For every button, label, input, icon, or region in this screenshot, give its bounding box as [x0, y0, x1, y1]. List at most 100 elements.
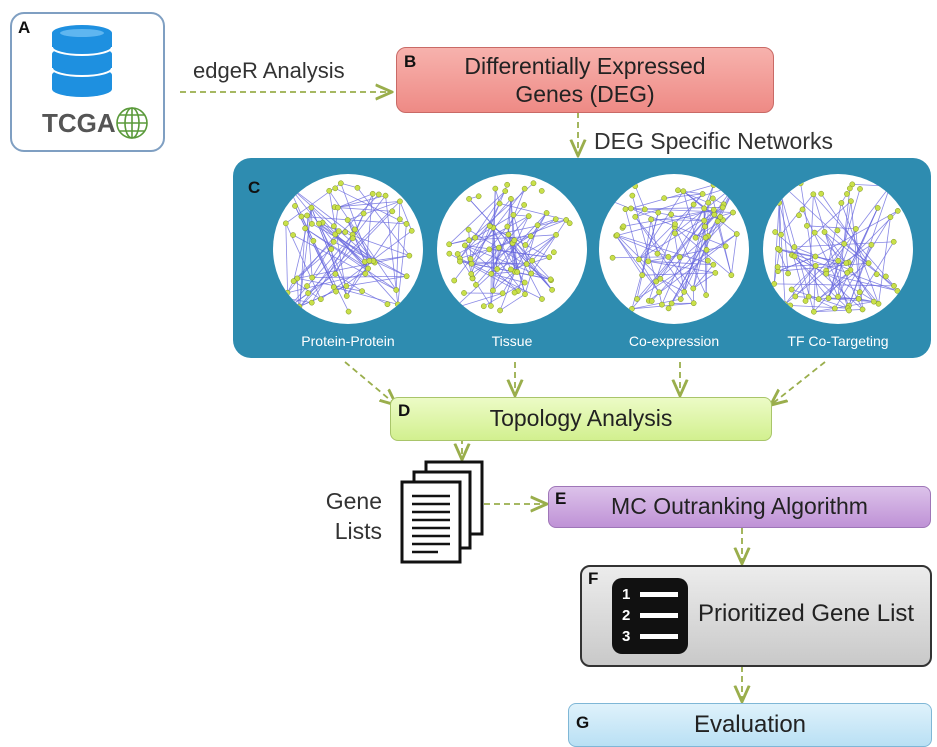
- network-node: [529, 271, 534, 276]
- network-node: [704, 292, 709, 297]
- network-node: [711, 207, 716, 212]
- network-node: [822, 229, 827, 234]
- network-node: [304, 283, 309, 288]
- network-node: [723, 244, 728, 249]
- network-node: [648, 217, 653, 222]
- network-node: [497, 201, 502, 206]
- gene-lists-line1: Gene: [322, 486, 382, 516]
- network-node: [500, 291, 505, 296]
- network-node: [343, 229, 348, 234]
- network-node: [362, 259, 367, 264]
- network-node: [819, 191, 824, 196]
- panel-g-title: Evaluation: [568, 711, 932, 739]
- network-node: [800, 207, 805, 212]
- network-node: [658, 276, 663, 281]
- network-node: [457, 259, 462, 264]
- panel-b-title: Differentially Expressed Genes (DEG): [396, 52, 774, 108]
- network-node: [290, 232, 295, 237]
- network-node: [813, 263, 818, 268]
- network-node: [811, 309, 816, 314]
- arrow-c4-to-d: [772, 362, 825, 404]
- network-node: [505, 182, 510, 187]
- network-node: [473, 235, 478, 240]
- network-node: [669, 301, 674, 306]
- network-node: [553, 232, 558, 237]
- network-node: [327, 188, 332, 193]
- network-node: [700, 191, 705, 196]
- network-node: [544, 210, 549, 215]
- network-node: [792, 254, 797, 259]
- network-node: [895, 288, 900, 293]
- network-node: [522, 186, 527, 191]
- network-node: [539, 296, 544, 301]
- network-node: [848, 199, 853, 204]
- network-node: [656, 290, 661, 295]
- network-label-protein-protein: Protein-Protein: [268, 333, 428, 349]
- network-node: [642, 207, 647, 212]
- network-node: [666, 306, 671, 311]
- network-node: [633, 184, 638, 189]
- network-node: [710, 196, 715, 201]
- network-node: [773, 229, 778, 234]
- numbered-list-icon: 1 2 3: [612, 578, 688, 654]
- list-number-1: 1: [622, 586, 630, 603]
- network-node: [309, 205, 314, 210]
- network-node: [285, 290, 290, 295]
- network-label-co-expression: Co-expression: [594, 333, 754, 349]
- network-node: [367, 258, 372, 263]
- network-node: [506, 232, 511, 237]
- network-node: [345, 217, 350, 222]
- network-node: [523, 242, 528, 247]
- network-node: [718, 214, 723, 219]
- network-node: [811, 192, 816, 197]
- network-node: [505, 224, 510, 229]
- panel-d-title: Topology Analysis: [390, 405, 772, 432]
- network-node: [681, 189, 686, 194]
- network-node: [285, 296, 290, 301]
- network-node: [813, 254, 818, 259]
- network-node: [512, 238, 517, 243]
- network-node: [630, 193, 635, 198]
- network-node: [447, 251, 452, 256]
- network-node: [515, 269, 520, 274]
- network-node: [659, 302, 664, 307]
- network-node: [857, 186, 862, 191]
- network-node: [531, 181, 536, 186]
- tcga-label: TCGA: [42, 108, 116, 139]
- gene-lists-line2: Lists: [322, 516, 382, 546]
- network-node: [366, 266, 371, 271]
- network-node: [363, 271, 368, 276]
- network-node: [309, 221, 314, 226]
- network-node: [796, 213, 801, 218]
- network-node: [640, 273, 645, 278]
- edger-analysis-label: edgeR Analysis: [193, 58, 345, 84]
- network-node: [468, 256, 473, 261]
- network-node: [712, 212, 717, 217]
- network-node: [503, 188, 508, 193]
- network-node: [299, 214, 304, 219]
- network-node: [792, 244, 797, 249]
- network-node: [888, 215, 893, 220]
- network-node: [333, 271, 338, 276]
- network-node: [778, 232, 783, 237]
- network-node: [793, 294, 798, 299]
- network-node: [462, 243, 467, 248]
- network-node: [826, 296, 831, 301]
- network-node: [691, 301, 696, 306]
- network-node: [677, 254, 682, 259]
- network-node: [493, 186, 498, 191]
- network-node: [824, 271, 829, 276]
- network-node: [469, 271, 474, 276]
- network-node: [672, 222, 677, 227]
- network-node: [524, 261, 529, 266]
- network-node: [895, 208, 900, 213]
- network-node: [553, 217, 558, 222]
- list-bar-1: [640, 592, 678, 597]
- gene-lists-label: Gene Lists: [322, 486, 382, 546]
- network-node: [497, 308, 502, 313]
- network-node: [876, 301, 881, 306]
- network-node: [846, 308, 851, 313]
- network-node: [636, 257, 641, 262]
- document-stack-icon: [392, 458, 487, 568]
- network-node: [331, 224, 336, 229]
